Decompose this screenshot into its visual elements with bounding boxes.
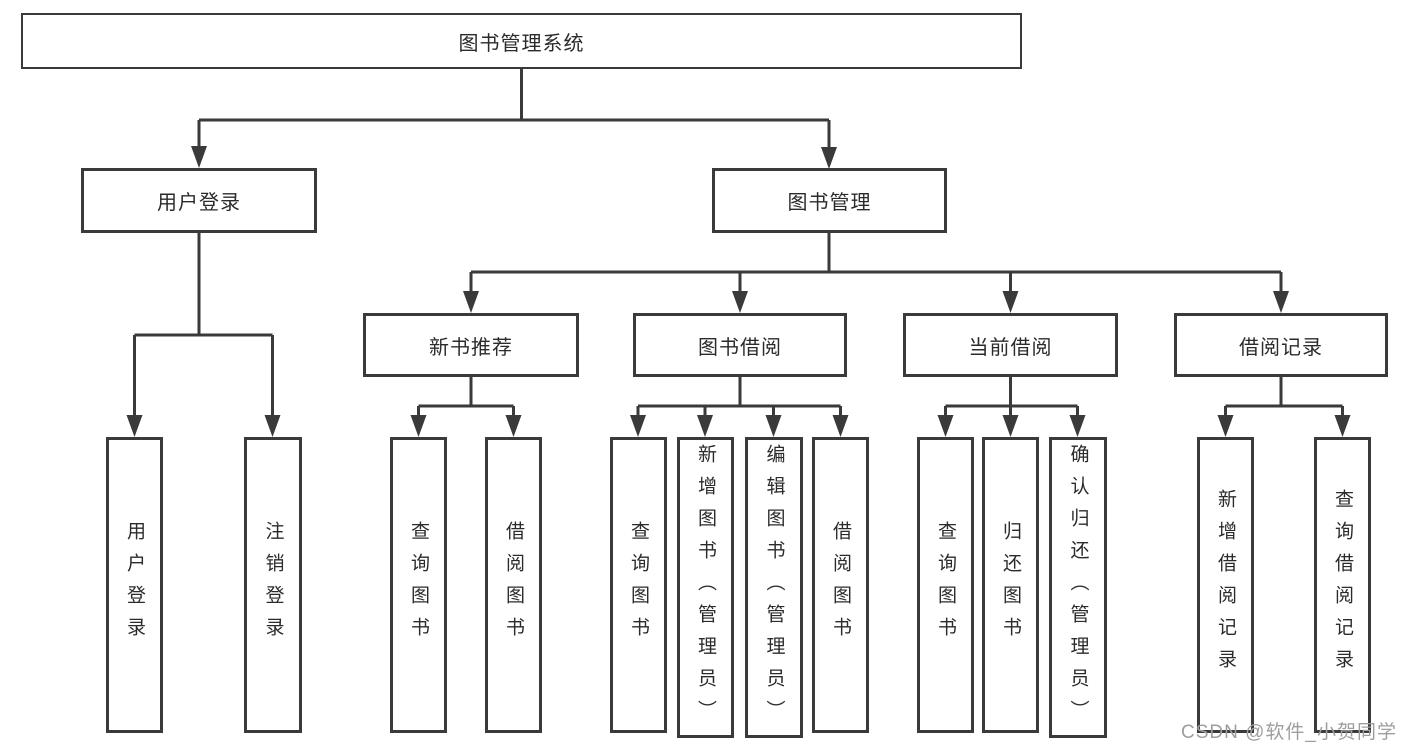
node-label: 图书借阅 xyxy=(698,336,782,359)
node-leaf-query-books-borrow: 查询图书 xyxy=(610,437,667,733)
node-label: 借阅图书 xyxy=(503,521,524,649)
node-library-management-system: 图书管理系统 xyxy=(21,13,1022,69)
node-label: 归还图书 xyxy=(1000,521,1021,649)
node-leaf-query-borrow-record: 查询借阅记录 xyxy=(1314,437,1371,733)
connector-user-login-to-leaves xyxy=(133,233,274,421)
node-label: 编辑图书（管理员） xyxy=(763,443,785,732)
node-leaf-query-books-current: 查询图书 xyxy=(917,437,974,733)
node-leaf-add-book-admin: 新增图书（管理员） xyxy=(677,437,734,738)
connector-root-to-level1 xyxy=(197,69,831,151)
node-leaf-confirm-return-admin: 确认归还（管理员） xyxy=(1049,437,1107,738)
node-leaf-user-login: 用户登录 xyxy=(106,437,163,733)
node-label: 新书推荐 xyxy=(429,336,513,359)
watermark: CSDN @软件_小贺同学 xyxy=(1181,722,1397,743)
node-label: 当前借阅 xyxy=(968,336,1053,359)
node-label: 新增借阅记录 xyxy=(1215,489,1236,681)
node-leaf-borrow-books-recommend: 借阅图书 xyxy=(485,437,542,733)
node-label: 查询图书 xyxy=(408,521,429,649)
node-label: 查询图书 xyxy=(935,521,956,649)
node-label: 查询借阅记录 xyxy=(1332,489,1353,681)
node-label: 确认归还（管理员） xyxy=(1067,443,1089,732)
node-label: 新增图书（管理员） xyxy=(695,443,716,732)
connector-current-borrow-to-leaves xyxy=(944,377,1079,421)
node-leaf-return-book: 归还图书 xyxy=(982,437,1039,733)
node-book-borrow: 图书借阅 xyxy=(633,313,847,377)
node-label: 查询图书 xyxy=(628,521,649,649)
node-current-borrow: 当前借阅 xyxy=(903,313,1118,377)
node-book-management: 图书管理 xyxy=(712,168,947,233)
node-new-book-recommend: 新书推荐 xyxy=(363,313,579,377)
node-label: 注销登录 xyxy=(262,521,284,649)
node-leaf-logout: 注销登录 xyxy=(244,437,302,733)
connector-book-management-to-level2 xyxy=(469,233,1283,297)
node-leaf-borrow-books: 借阅图书 xyxy=(812,437,869,733)
node-label: 用户登录 xyxy=(157,192,241,214)
node-label: 借阅记录 xyxy=(1239,336,1323,359)
node-label: 借阅图书 xyxy=(830,521,851,649)
node-leaf-edit-book-admin: 编辑图书（管理员） xyxy=(745,437,803,738)
node-leaf-query-books-recommend: 查询图书 xyxy=(390,437,447,733)
node-borrow-record: 借阅记录 xyxy=(1174,313,1388,377)
node-leaf-add-borrow-record: 新增借阅记录 xyxy=(1197,437,1254,733)
node-user-login: 用户登录 xyxy=(81,168,317,233)
connector-book-borrow-to-leaves xyxy=(636,377,842,421)
connector-borrow-record-to-leaves xyxy=(1224,377,1344,421)
node-label: 用户登录 xyxy=(124,521,145,649)
node-label: 图书管理系统 xyxy=(458,32,585,55)
node-label: 图书管理 xyxy=(787,192,872,214)
connector-new-book-to-leaves xyxy=(417,377,515,421)
arrowheads xyxy=(126,146,1351,437)
